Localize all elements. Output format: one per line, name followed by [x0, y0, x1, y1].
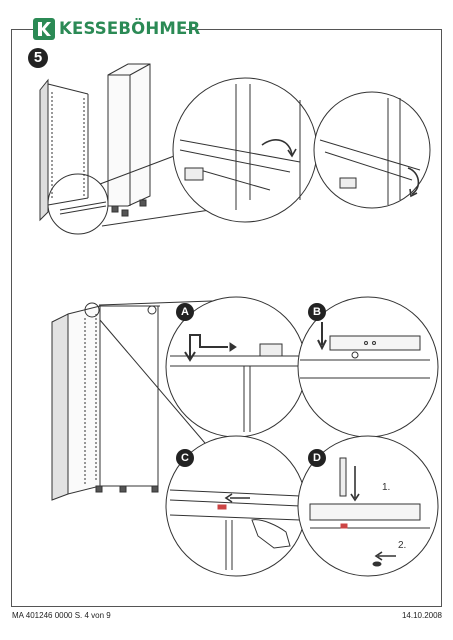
zoom-detail-2 — [313, 91, 431, 209]
brand-k-icon — [33, 18, 55, 40]
step-number-badge: 5 — [28, 48, 48, 68]
detail-callout-circle — [47, 173, 109, 235]
document-date: 14.10.2008 — [401, 611, 442, 620]
overview-cabinet-bottom — [51, 302, 160, 501]
brand-name: KESSEBÖHMER — [59, 19, 201, 38]
document-reference: MA 401246 0000 S. 4 von 9 — [12, 611, 111, 620]
hand-pointer-icon — [251, 519, 291, 549]
overview-cabinet-top — [107, 63, 151, 217]
frame-top-left-rule — [11, 29, 33, 30]
detail-c-label: C — [176, 449, 194, 467]
callout-leader-2 — [101, 209, 211, 227]
detail-d-step-2: 2. — [398, 540, 407, 551]
frame-top-right-rule — [186, 29, 442, 30]
brand-logo: KESSEBÖHMER — [33, 18, 200, 40]
detail-c-illustration — [165, 435, 307, 577]
detail-d-illustration — [297, 435, 439, 577]
detail-a-label: A — [176, 303, 194, 321]
detail-b-label: B — [308, 303, 326, 321]
overview-pullout-frame-top — [39, 78, 107, 222]
detail-a-illustration — [165, 296, 307, 438]
detail-d-label: D — [308, 449, 326, 467]
page-frame — [11, 29, 442, 607]
detail-d-step-1: 1. — [382, 482, 391, 493]
zoom-detail-1 — [172, 77, 318, 223]
